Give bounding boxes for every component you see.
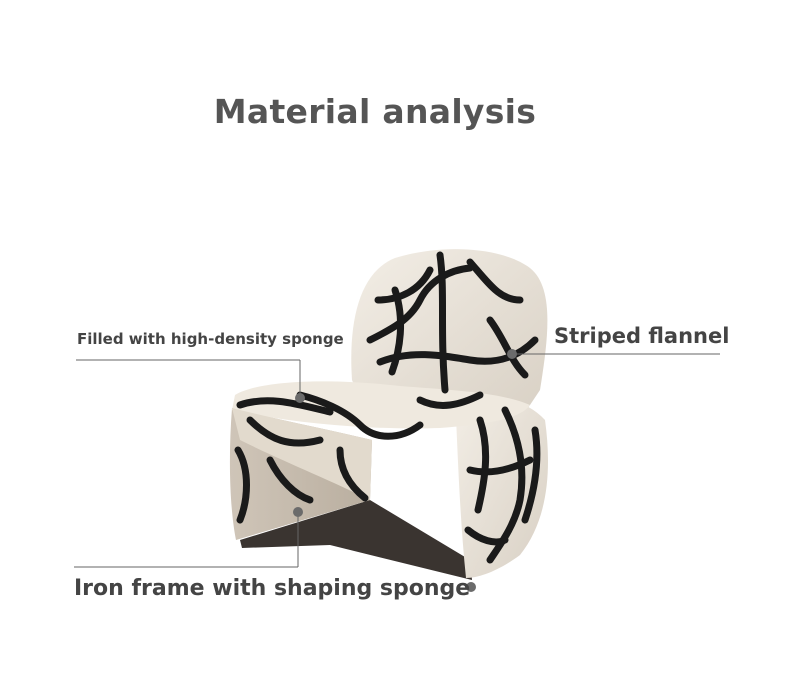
- marker-sponge: [295, 393, 305, 403]
- chair-front-panel: [455, 394, 549, 578]
- callout-label-frame: Iron frame with shaping sponge: [74, 576, 471, 601]
- page-title: Material analysis: [213, 92, 537, 131]
- chair-base: [240, 500, 472, 580]
- callout-label-sponge: Filled with high-density sponge: [77, 330, 344, 348]
- marker-frame: [293, 507, 303, 517]
- callout-label-flannel: Striped flannel: [554, 324, 730, 348]
- marker-flannel: [507, 349, 517, 359]
- marker-frame-base: [466, 582, 476, 592]
- fabric-stripes: [234, 251, 541, 564]
- leader-lines: [74, 353, 720, 568]
- callout-markers: [293, 349, 517, 592]
